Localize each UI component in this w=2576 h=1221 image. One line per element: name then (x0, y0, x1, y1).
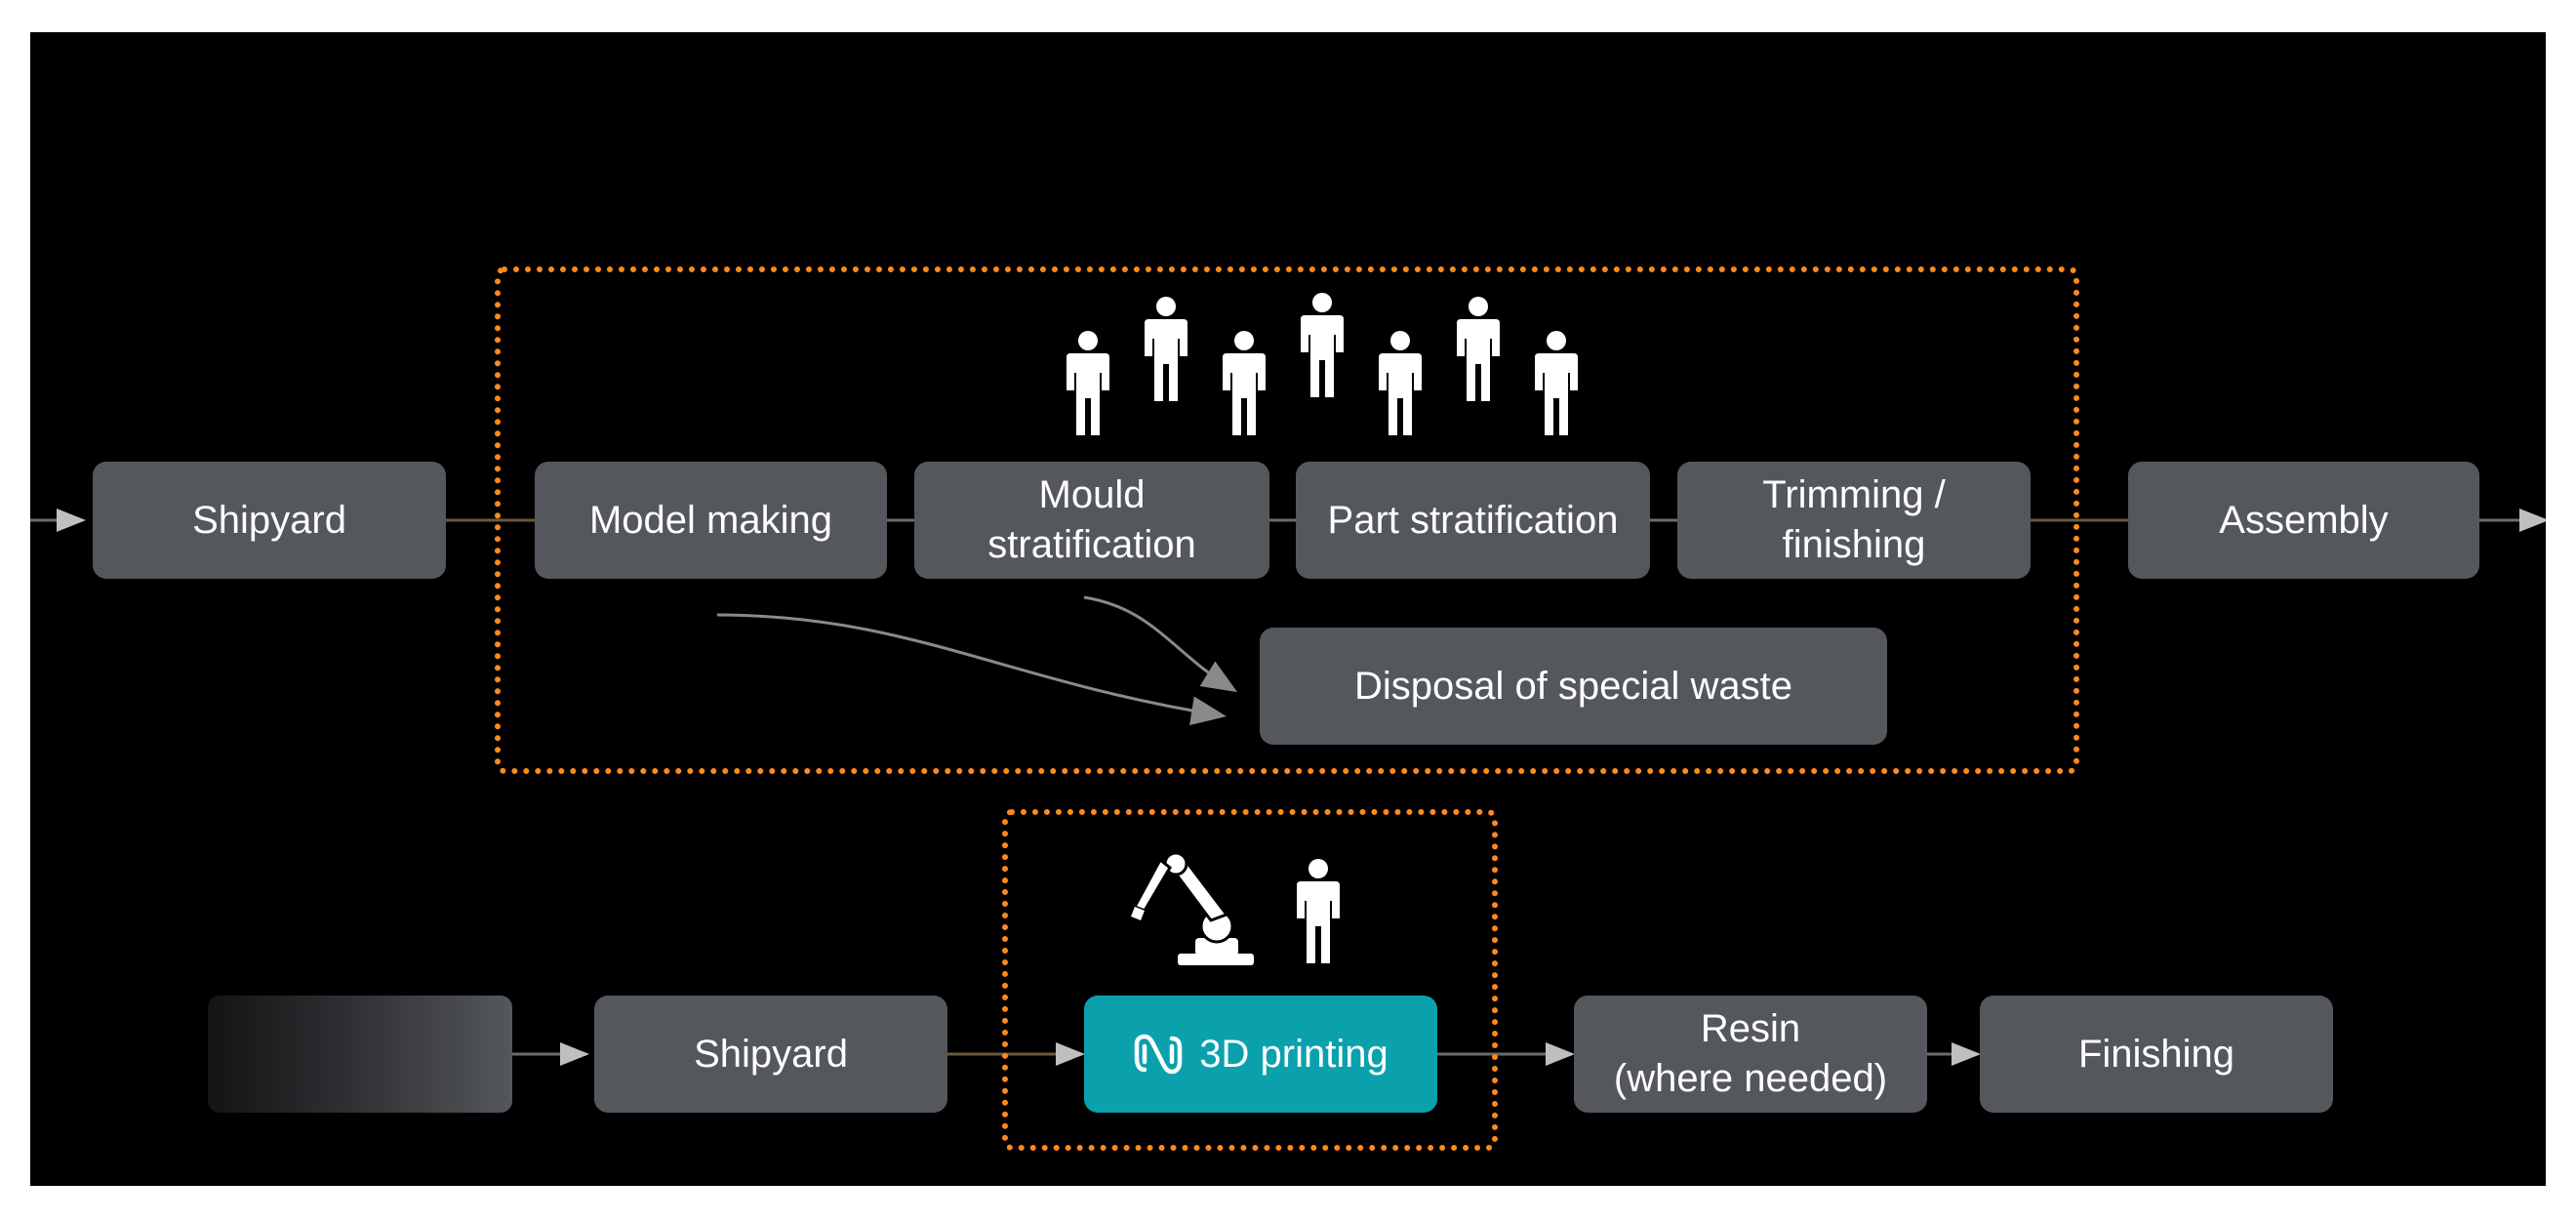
finishing-box: Finishing (1980, 996, 2333, 1113)
resin-label-line2: (where needed) (1613, 1057, 1888, 1100)
shipyard-box-new: Shipyard (594, 996, 947, 1113)
shipyard-box: Shipyard (93, 462, 446, 579)
assembly-label: Assembly (2219, 498, 2389, 542)
trimming-finishing-label-line2: finishing (1782, 523, 1926, 566)
trimming-finishing-box: Trimming / finishing (1677, 462, 2031, 579)
shipyard-label-new: Shipyard (694, 1032, 848, 1076)
person-icon (1297, 859, 1340, 963)
disposal-box: Disposal of special waste (1260, 628, 1887, 745)
robot-arm-icon (1131, 852, 1254, 965)
current-process-outline (495, 266, 2079, 774)
person-icon (1067, 331, 1109, 435)
mould-stratification-label-line2: stratification (987, 523, 1196, 566)
brand-logo-icon (1135, 1034, 1183, 1075)
disposal-label: Disposal of special waste (1353, 664, 1793, 708)
person-icon (1535, 331, 1578, 435)
part-stratification-box: Part stratification (1296, 462, 1650, 579)
model-making-label: Model making (588, 498, 832, 542)
connector-lines (30, 509, 2546, 1066)
assembly-box: Assembly (2128, 462, 2479, 579)
3d-printing-label: 3D printing (1199, 1032, 1389, 1076)
trimming-finishing-label-line1: Trimming / (1762, 473, 1946, 516)
model-making-box: Model making (535, 462, 887, 579)
person-icon (1379, 331, 1422, 435)
finishing-label: Finishing (2077, 1032, 2235, 1076)
new-process-outline (1002, 809, 1498, 1151)
resin-box: Resin (where needed) (1574, 996, 1927, 1113)
resin-label-line1: Resin (1700, 1007, 1801, 1050)
mould-stratification-box: Mould stratification (914, 462, 1269, 579)
person-icon (1223, 331, 1266, 435)
part-stratification-label: Part stratification (1327, 498, 1619, 542)
legacy-stage-faded (208, 996, 512, 1113)
3d-printing-box: 3D printing (1084, 996, 1437, 1113)
mould-stratification-label-line1: Mould (1038, 473, 1146, 516)
shipyard-label: Shipyard (192, 498, 346, 542)
person-icon (1301, 293, 1344, 397)
person-icon (1457, 297, 1500, 401)
diagram-canvas: Shipyard Model making Mould stratificati… (30, 32, 2546, 1186)
person-icon (1145, 297, 1187, 401)
